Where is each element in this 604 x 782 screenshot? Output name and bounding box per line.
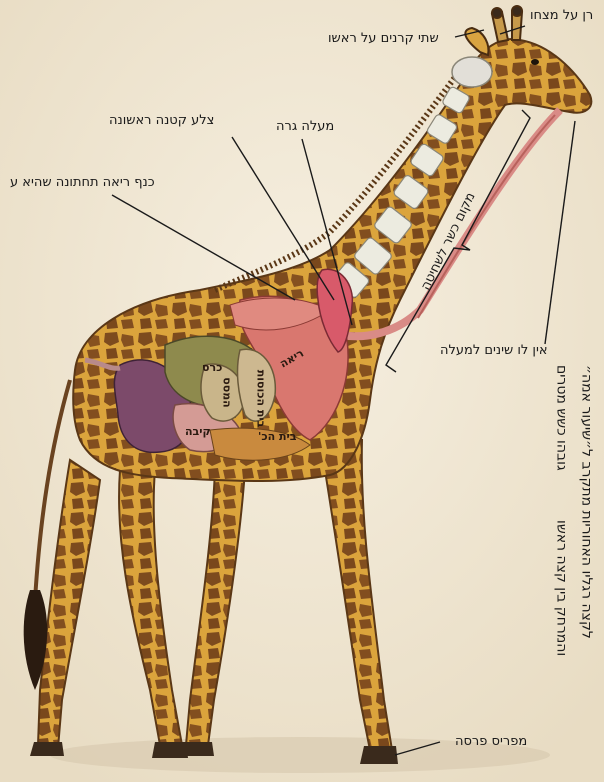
label-horn-tip: רן על מצחו (530, 9, 593, 22)
label-reticulum: בית הכוסות (254, 370, 267, 428)
height-note-line1: גובהו כשש מטרים (553, 365, 568, 471)
eye (531, 59, 539, 65)
label-two-horns: שתי קרנים על ראשו (328, 32, 439, 45)
hoof-1 (30, 742, 64, 756)
label-lower-lung-wing: כנף ריאה תחתונה שהיא ע (10, 176, 155, 189)
hoof-3 (180, 742, 214, 756)
label-omasum: המסס (221, 377, 234, 407)
label-first-small-rib: צלע קטנה ראשונה (109, 114, 214, 127)
label-chews-cud: מעלה גרה (276, 120, 334, 133)
height-note-line2: לקצה רגליו האחוריות מתקרב ל״שיעור אמה״ (578, 365, 593, 639)
label-liver: בית הכ' (258, 430, 296, 443)
label-split-hoof: מפריס פרסה (455, 735, 527, 748)
label-no-upper-teeth: אין לו שינים למעלה (440, 344, 548, 357)
label-rumen: כרס (202, 361, 222, 374)
brain (452, 57, 492, 87)
hoof-4 (360, 746, 398, 764)
height-note-line1b: והמרחק בין קצה ראשו (553, 520, 568, 656)
label-abomasum: קיבה (185, 425, 211, 438)
